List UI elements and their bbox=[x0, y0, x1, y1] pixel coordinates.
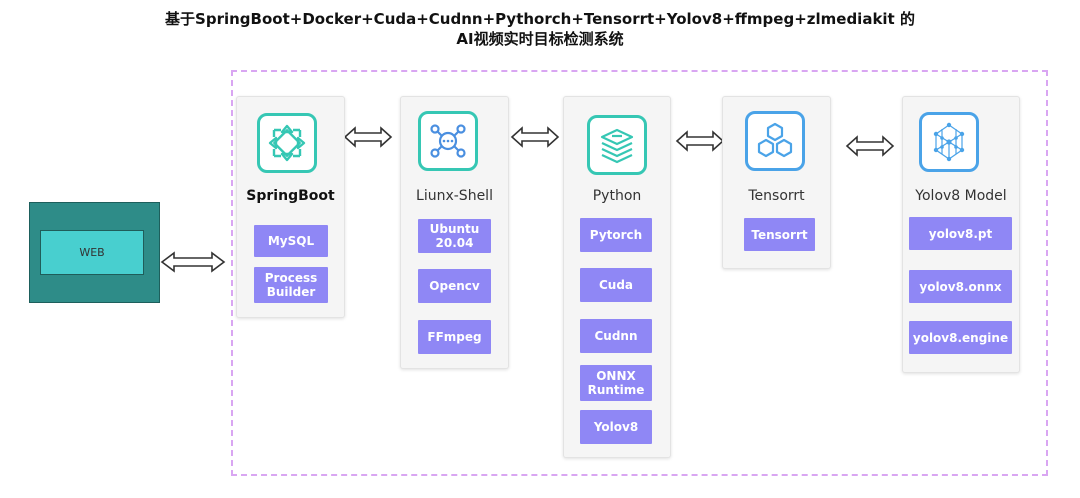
double-arrow-icon bbox=[845, 135, 895, 157]
tensorrt-card: Tensorrt Tensorrt bbox=[722, 96, 831, 269]
chip-cudnn: Cudnn bbox=[580, 319, 652, 353]
linux-shell-card: Liunx-Shell Ubuntu 20.04 Opencv FFmpeg bbox=[400, 96, 509, 369]
chip-yolov8-onnx: yolov8.onnx bbox=[909, 270, 1012, 303]
linux-shell-title: Liunx-Shell bbox=[416, 188, 493, 204]
python-card: Python Pytorch Cuda Cudnn ONNX Runtime Y… bbox=[563, 96, 671, 458]
chip-yolov8-pt: yolov8.pt bbox=[909, 217, 1012, 250]
springboot-icon bbox=[257, 113, 317, 173]
hexagons-icon bbox=[745, 111, 805, 171]
tensorrt-title: Tensorrt bbox=[748, 188, 805, 204]
chip-process-builder: Process Builder bbox=[254, 267, 328, 303]
diagram-title-line1: 基于SpringBoot+Docker+Cuda+Cudnn+Pythorch+… bbox=[165, 10, 915, 28]
double-arrow-icon bbox=[510, 126, 560, 148]
chip-cuda: Cuda bbox=[580, 268, 652, 302]
chip-tensorrt: Tensorrt bbox=[744, 218, 815, 251]
chip-mysql: MySQL bbox=[254, 225, 328, 257]
double-arrow-icon bbox=[343, 126, 393, 148]
network-hub-icon bbox=[418, 111, 478, 171]
chip-onnx-runtime: ONNX Runtime bbox=[580, 365, 652, 401]
yolov8-model-card: Yolov8 Model yolov8.pt yolov8.onnx yolov… bbox=[902, 96, 1020, 373]
chip-pytorch: Pytorch bbox=[580, 218, 652, 252]
neural-network-icon bbox=[919, 112, 979, 172]
chip-yolov8-engine: yolov8.engine bbox=[909, 321, 1012, 354]
chip-yolov8: Yolov8 bbox=[580, 410, 652, 444]
chip-ubuntu: Ubuntu 20.04 bbox=[418, 219, 491, 253]
chip-opencv: Opencv bbox=[418, 269, 491, 303]
chip-ffmpeg: FFmpeg bbox=[418, 320, 491, 354]
double-arrow-icon bbox=[160, 251, 226, 273]
springboot-title: SpringBoot bbox=[246, 188, 335, 204]
layers-stack-icon bbox=[587, 115, 647, 175]
web-label: WEB bbox=[40, 230, 144, 275]
double-arrow-icon bbox=[675, 130, 725, 152]
diagram-title-line2: AI视频实时目标检测系统 bbox=[456, 30, 624, 48]
python-title: Python bbox=[592, 188, 642, 204]
system-boundary-frame bbox=[231, 70, 1048, 476]
springboot-card: SpringBoot MySQL Process Builder bbox=[236, 96, 345, 318]
yolov8-model-title: Yolov8 Model bbox=[915, 188, 1007, 204]
